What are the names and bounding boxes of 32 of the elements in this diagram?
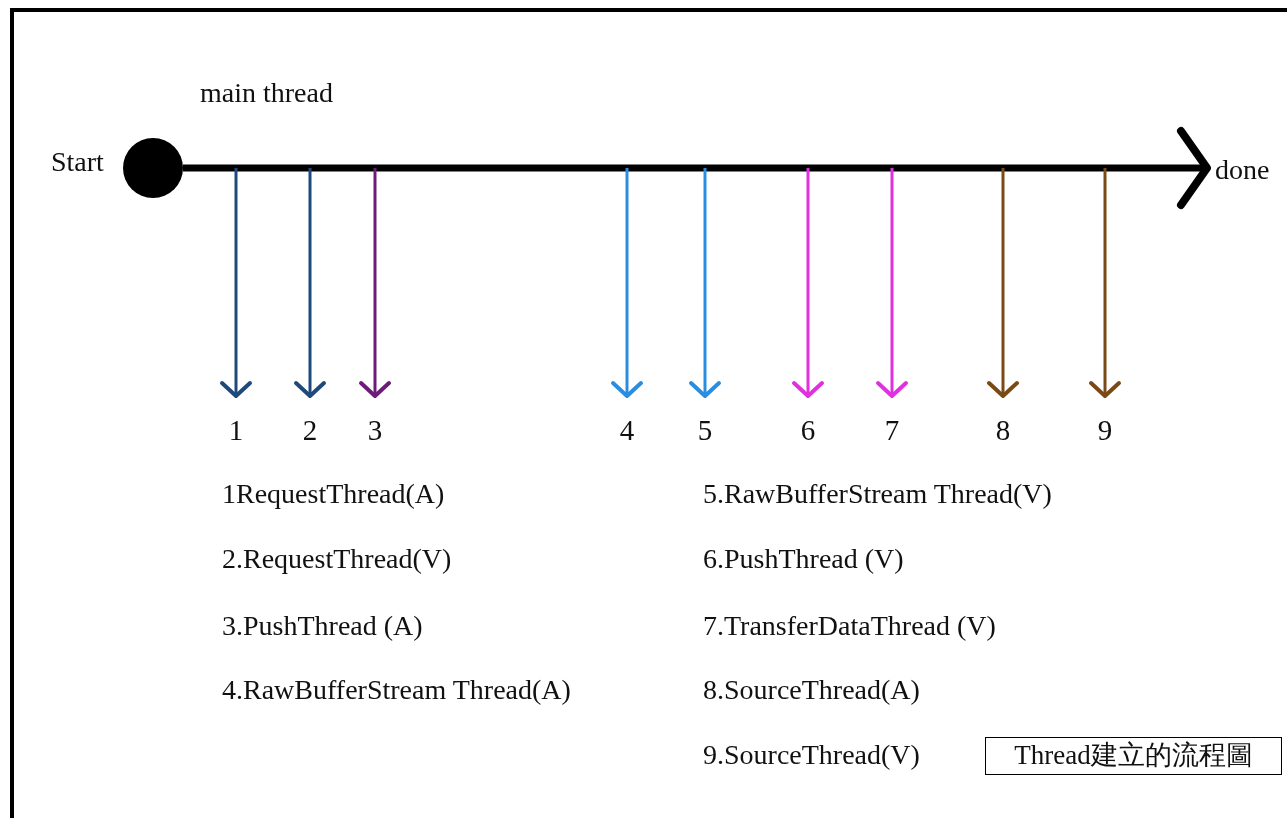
thread-description: 2.RequestThread(V) [222,542,452,576]
thread-description: 6.PushThread (V) [703,542,904,576]
arrow [220,168,252,398]
thread-number: 4 [612,396,642,450]
thread-description: 5.RawBufferStream Thread(V) [703,477,1052,511]
thread-number: 6 [793,396,823,450]
arrow [876,168,908,398]
thread-description: 8.SourceThread(A) [703,673,920,707]
arrow [1089,168,1121,398]
arrow [792,168,824,398]
arrow [294,168,326,398]
start-dot [123,138,183,198]
arrow [611,168,643,398]
thread-number: 5 [690,396,720,450]
thread-description: 4.RawBufferStream Thread(A) [222,673,571,707]
thread-number: 8 [988,396,1018,450]
start-label: Start [51,145,104,179]
thread-description: 1RequestThread(A) [222,477,445,511]
thread-description: 7.TransferDataThread (V) [703,609,996,643]
arrow [359,168,391,398]
thread-number: 1 [221,396,251,450]
thread-number: 9 [1090,396,1120,450]
thread-number: 3 [360,396,390,450]
thread-number: 7 [877,396,907,450]
thread-description: 3.PushThread (A) [222,609,423,643]
timeline-arrow [183,127,1211,209]
end-label: done [1215,150,1285,190]
arrow [987,168,1019,398]
thread-description: 9.SourceThread(V) [703,738,920,772]
arrow [689,168,721,398]
thread-number: 2 [295,396,325,450]
caption-box: Thread建立的流程圖 [985,737,1282,775]
